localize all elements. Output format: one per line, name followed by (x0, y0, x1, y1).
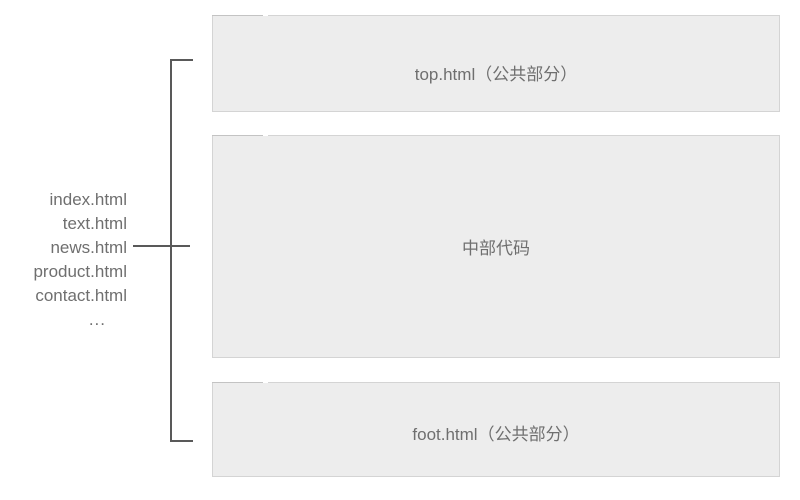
bracket-vertical-line (170, 59, 172, 442)
foot-box-label: foot.html（公共部分） (412, 425, 580, 444)
bracket-top-tick (170, 59, 193, 61)
news-connector-line (133, 245, 190, 247)
file-list-item: index.html (49, 190, 127, 209)
top-html-box: top.html（公共部分） (212, 15, 780, 112)
file-list: index.html text.html news.html product.h… (18, 188, 127, 332)
file-list-item: text.html (62, 214, 127, 233)
foot-html-box: foot.html（公共部分） (212, 382, 780, 477)
bracket-bottom-tick (170, 440, 193, 442)
top-box-label: top.html（公共部分） (414, 64, 578, 84)
file-list-item: contact.html (35, 286, 127, 305)
middle-box-label: 中部代码 (462, 239, 530, 258)
file-list-item: product.html (33, 262, 127, 281)
middle-code-box: 中部代码 (212, 135, 780, 358)
file-list-item: news.html (50, 238, 127, 257)
file-list-item-ellipsis: ... (88, 310, 106, 329)
